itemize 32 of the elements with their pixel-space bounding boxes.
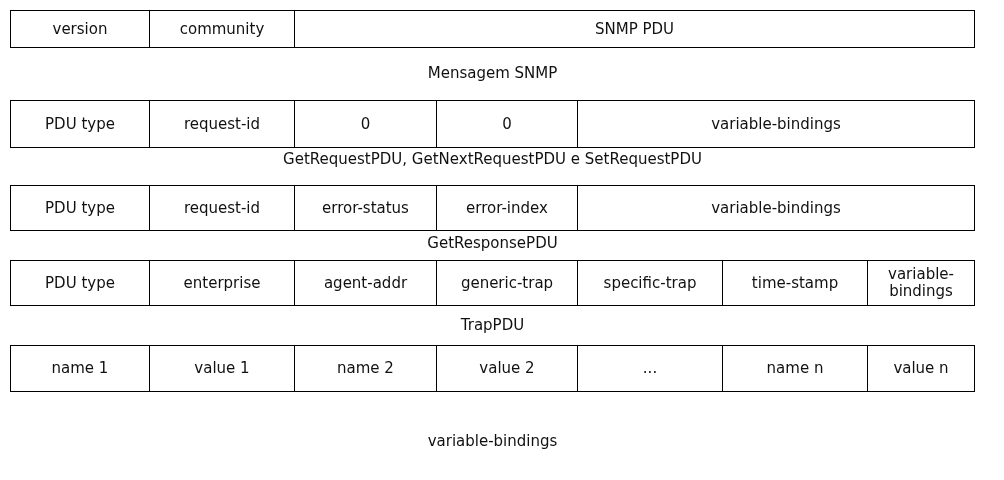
field-cell: SNMP PDU	[294, 10, 975, 48]
field-cell: specific-trap	[577, 260, 723, 306]
field-cell: ...	[577, 345, 723, 392]
field-cell: community	[149, 10, 295, 48]
table-caption: GetResponsePDU	[426, 234, 559, 252]
field-cell: agent-addr	[294, 260, 437, 306]
field-cell: PDU type	[10, 260, 150, 306]
table-caption: Mensagem SNMP	[426, 64, 559, 82]
field-cell: value n	[867, 345, 975, 392]
field-cell: 0	[436, 100, 578, 148]
field-cell: name 2	[294, 345, 437, 392]
field-cell: request-id	[149, 185, 295, 231]
field-cell: generic-trap	[436, 260, 578, 306]
field-cell: PDU type	[10, 185, 150, 231]
field-cell: variable-bindings	[577, 100, 975, 148]
field-cell: variable-bindings	[867, 260, 975, 306]
table-caption: variable-bindings	[426, 432, 559, 450]
field-cell: error-status	[294, 185, 437, 231]
field-cell: variable-bindings	[577, 185, 975, 231]
field-cell: version	[10, 10, 150, 48]
field-cell: value 1	[149, 345, 295, 392]
field-cell: value 2	[436, 345, 578, 392]
field-cell: enterprise	[149, 260, 295, 306]
field-cell: time-stamp	[722, 260, 868, 306]
field-cell: request-id	[149, 100, 295, 148]
table-caption: TrapPDU	[459, 316, 526, 334]
field-cell: error-index	[436, 185, 578, 231]
field-cell: 0	[294, 100, 437, 148]
field-cell: name 1	[10, 345, 150, 392]
table-caption: GetRequestPDU, GetNextRequestPDU e SetRequestPDU	[282, 150, 703, 168]
field-cell: PDU type	[10, 100, 150, 148]
field-cell: name n	[722, 345, 868, 392]
